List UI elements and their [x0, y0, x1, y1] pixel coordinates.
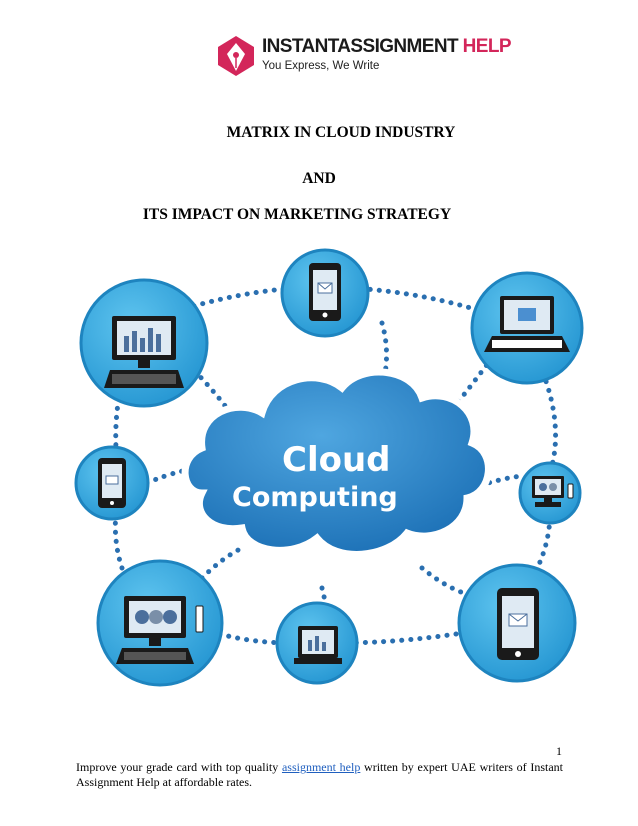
- page-number: 1: [556, 744, 562, 758]
- brand-main: INSTANTASSIGNMENT: [262, 36, 459, 57]
- cloud-label-1: Cloud: [282, 440, 391, 480]
- monitor-icon: [532, 476, 574, 507]
- desktop-icon: [104, 316, 184, 388]
- device-node-monitor-right: [518, 461, 582, 525]
- title-line-3: ITS IMPACT ON MARKETING STRATEGY: [142, 206, 452, 223]
- pen-nib-icon: [218, 36, 254, 76]
- desktop-icon: [116, 596, 204, 664]
- laptop-icon: [484, 296, 570, 352]
- device-node-laptop-top-right: [470, 271, 584, 385]
- cloud-computing-diagram: Cloud Computing: [74, 248, 584, 687]
- footer-text-after: written by expert UAE writers of Instant…: [76, 760, 563, 789]
- device-node-phone-left: [74, 445, 150, 521]
- footer-text-before: Improve your grade card with top quality: [76, 760, 282, 774]
- title-line-1: MATRIX IN CLOUD INDUSTRY: [226, 124, 456, 141]
- tablet-icon: [294, 626, 342, 664]
- footer-text: Improve your grade card with top quality…: [76, 760, 563, 790]
- brand-name: INSTANTASSIGNMENT HELP: [262, 36, 512, 58]
- phone-icon: [98, 458, 126, 508]
- device-node-desktop-bottom-left: [96, 559, 224, 687]
- tablet-icon: [497, 588, 539, 660]
- tablet-icon: [309, 263, 341, 321]
- brand-logo: INSTANTASSIGNMENT HELP You Express, We W…: [214, 34, 512, 84]
- device-node-tablet-top: [280, 248, 370, 338]
- assignment-help-link[interactable]: assignment help: [281, 760, 361, 774]
- title-line-2: AND: [302, 170, 336, 187]
- brand-accent: HELP: [457, 36, 512, 57]
- cloud-label-2: Computing: [232, 482, 398, 513]
- device-node-tablet-bottom: [275, 601, 359, 685]
- device-node-tablet-bottom-right: [457, 563, 577, 683]
- cloud-shape: Cloud Computing: [181, 368, 492, 558]
- device-node-desktop-top-left: [79, 278, 209, 408]
- brand-tagline: You Express, We Write: [262, 60, 380, 72]
